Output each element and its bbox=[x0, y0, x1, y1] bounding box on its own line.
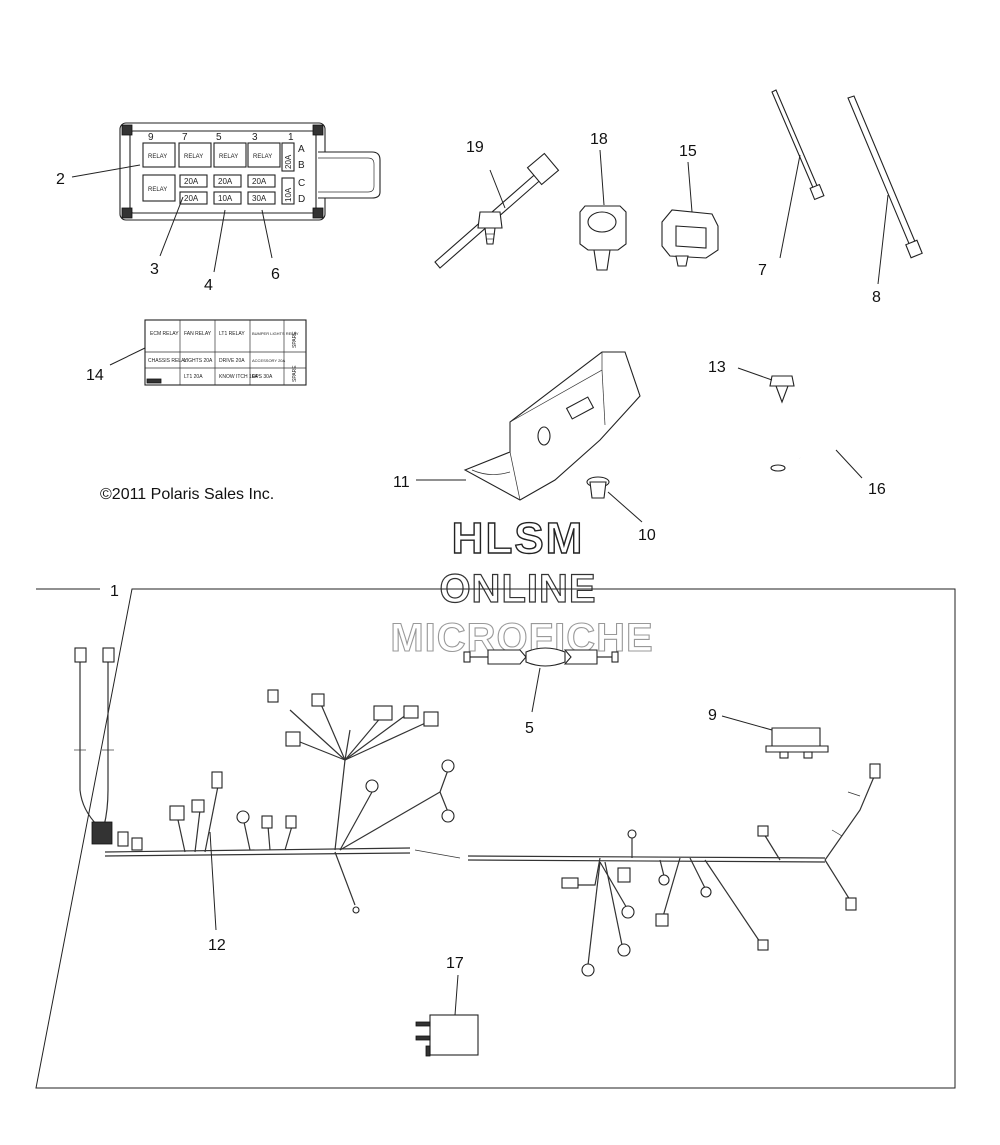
fuse-rating: 20A bbox=[184, 194, 199, 203]
relay bbox=[415, 1014, 479, 1057]
cable-tie-long bbox=[847, 95, 923, 259]
inline-fuse-holder bbox=[463, 647, 619, 667]
side-letter: D bbox=[298, 194, 305, 205]
callout-label: 12 bbox=[208, 937, 226, 954]
label-cell: LIGHTS 20A bbox=[184, 358, 213, 364]
callout-label: 15 bbox=[679, 143, 697, 160]
copyright-text: ©2011 Polaris Sales Inc. bbox=[100, 486, 274, 503]
callout-label: 18 bbox=[590, 131, 608, 148]
harness-mount-clip bbox=[579, 205, 627, 271]
slot-number: 7 bbox=[182, 132, 188, 143]
callout-label: 4 bbox=[204, 277, 213, 294]
callout-label: 3 bbox=[150, 261, 159, 278]
side-letter: B bbox=[298, 160, 305, 171]
fuse-label-decal: ECM RELAY FAN RELAY LT1 RELAY BUMPER LIG… bbox=[144, 319, 307, 386]
relay-label: RELAY bbox=[148, 187, 167, 193]
push-mount-cable-tie bbox=[434, 152, 560, 269]
label-cell: KNOW ITCH 10A bbox=[219, 374, 259, 380]
slot-number: 5 bbox=[216, 132, 222, 143]
relay-label: RELAY bbox=[148, 154, 167, 160]
cable-tie-short bbox=[771, 89, 825, 201]
mounting-bracket bbox=[463, 351, 641, 501]
fuse-rating: 10A bbox=[284, 187, 293, 202]
callout-label: 8 bbox=[872, 289, 881, 306]
callout-label: 1 bbox=[110, 583, 119, 600]
label-cell: CHASSIS RELAY bbox=[148, 358, 188, 364]
fuse-rating: 20A bbox=[184, 177, 199, 186]
label-cell: SPARE bbox=[292, 331, 298, 348]
callout-label: 6 bbox=[271, 266, 280, 283]
fuse-rating: 20A bbox=[218, 177, 233, 186]
fuse-rating: 20A bbox=[284, 154, 293, 169]
callout-label: 13 bbox=[708, 359, 726, 376]
label-cell: ECM RELAY bbox=[150, 331, 179, 337]
fuse-rating: 20A bbox=[252, 177, 267, 186]
callout-label: 17 bbox=[446, 955, 464, 972]
watermark-line: HLSM bbox=[452, 514, 585, 563]
circuit-breaker bbox=[765, 727, 829, 759]
fuse-box: 9 7 5 3 1 RELAY RELAY RELAY RELAY RELAY … bbox=[119, 122, 381, 221]
label-cell: EPS 30A bbox=[252, 374, 273, 380]
label-cell: BUMPER LIGHTS RELAY bbox=[252, 331, 299, 336]
slot-number: 3 bbox=[252, 132, 258, 143]
p-clamp bbox=[769, 393, 851, 472]
callout-label: 10 bbox=[638, 527, 656, 544]
callout-label: 5 bbox=[525, 720, 534, 737]
fuse-rating: 10A bbox=[218, 194, 233, 203]
label-cell: SPARE bbox=[292, 365, 298, 382]
callout-label: 11 bbox=[393, 474, 410, 491]
side-letter: A bbox=[298, 144, 305, 155]
label-cell: LT1 20A bbox=[184, 374, 203, 380]
screw bbox=[769, 375, 795, 404]
label-cell: LT1 RELAY bbox=[219, 331, 245, 337]
label-cell: ACCESSORY 20A bbox=[252, 358, 286, 363]
connector-clip bbox=[661, 209, 719, 267]
relay-label: RELAY bbox=[253, 154, 272, 160]
label-cell: FAN RELAY bbox=[184, 331, 212, 337]
slot-number: 1 bbox=[288, 132, 294, 143]
relay-label: RELAY bbox=[219, 154, 238, 160]
callout-label: 14 bbox=[86, 367, 104, 384]
fuse-rating: 30A bbox=[252, 194, 267, 203]
side-letter: C bbox=[298, 178, 305, 189]
callout-label: 2 bbox=[56, 171, 65, 188]
callout-label: 19 bbox=[466, 139, 484, 156]
callout-label: 9 bbox=[708, 707, 717, 724]
relay-label: RELAY bbox=[184, 154, 203, 160]
push-rivet bbox=[586, 476, 610, 499]
slot-number: 9 bbox=[148, 132, 154, 143]
harness-assembly-frame bbox=[35, 588, 956, 1089]
label-cell: DRIVE 20A bbox=[219, 358, 245, 364]
callout-label: 7 bbox=[758, 262, 767, 279]
callout-label: 16 bbox=[868, 481, 886, 498]
main-wire-harness bbox=[74, 647, 881, 977]
